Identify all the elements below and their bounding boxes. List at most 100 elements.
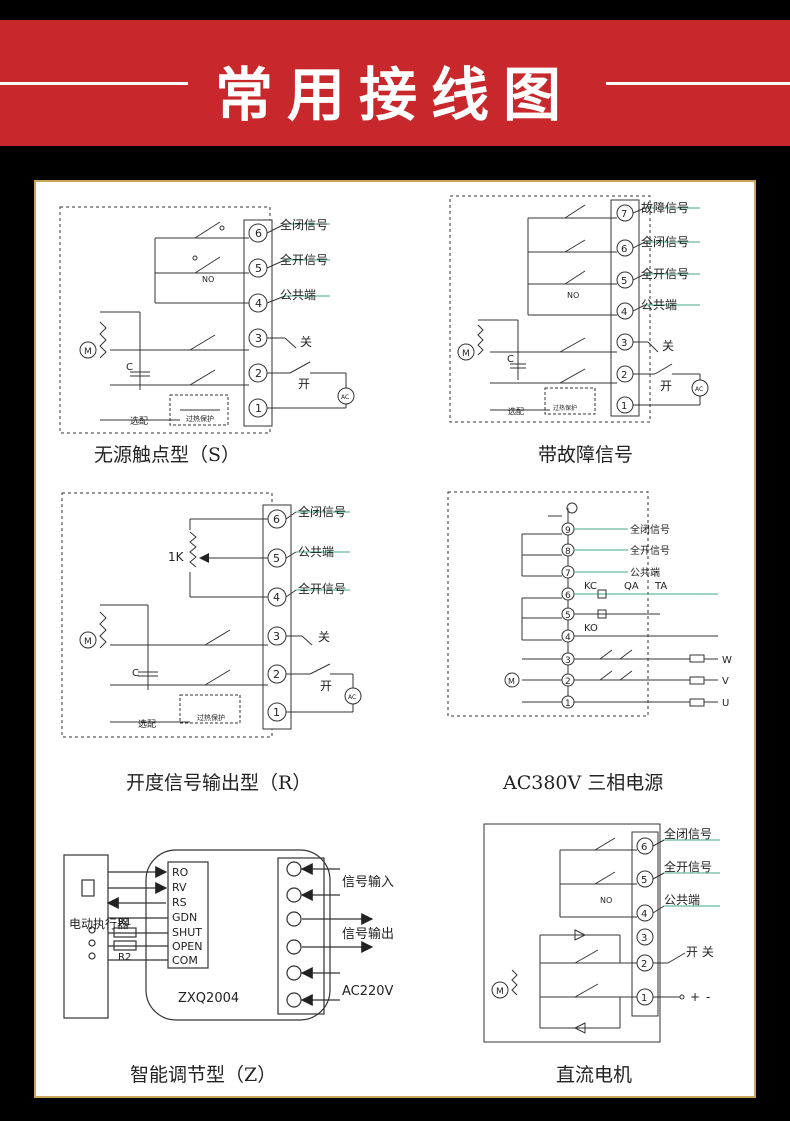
terminal-label: 2 <box>255 367 262 380</box>
panel-s-terminal-strip <box>243 219 273 427</box>
terminal-label: 2 <box>273 668 280 681</box>
terminal-label: 4 <box>273 591 280 604</box>
terminal-label: 4 <box>621 307 627 318</box>
label-common: 公共端 <box>280 288 316 302</box>
panel-dc <box>483 823 720 1043</box>
pin-gdn: GDN <box>172 911 197 924</box>
label-no: NO <box>202 275 214 284</box>
label-ac: AC <box>348 694 356 701</box>
label-minus: - <box>706 990 710 1004</box>
terminal-label: 1 <box>255 402 262 415</box>
label-full-close: 全闭信号 <box>280 217 328 232</box>
terminal-label: 2 <box>565 677 571 687</box>
label-ac: AC <box>695 386 703 393</box>
panel-s-enclosure <box>59 206 271 434</box>
banner-rule-left <box>0 82 188 85</box>
page-title: 常用接线图 <box>214 61 575 129</box>
terminal-label: 1 <box>273 706 280 719</box>
panel-z-text: 电动执行器 RO RV RS GDN SHUT OPEN COM R1 R2 Z… <box>69 866 394 1006</box>
caption-fault: 带故障信号 <box>538 444 634 466</box>
panel-dc-text: 6 5 4 3 2 1 全闭信号 全开信号 公共端 开 关 + - NO M <box>496 826 714 1004</box>
terminal-label: 3 <box>565 656 571 666</box>
terminal-label: 1 <box>565 699 571 709</box>
label-ac: AC <box>341 394 349 401</box>
label-switch: 开 关 <box>686 945 714 959</box>
header-banner: 常用接线图 <box>0 20 790 146</box>
label-optional: 选配 <box>130 415 148 427</box>
label-common: 公共端 <box>630 566 660 579</box>
label-no: NO <box>600 896 612 905</box>
label-c: C <box>126 362 133 373</box>
label-open: 开 <box>320 679 332 693</box>
panel-ac380-text: 9 8 7 6 5 4 3 2 1 全闭信号 全开信号 公共端 KC KO QA… <box>508 523 732 709</box>
terminal-label: 5 <box>641 875 647 886</box>
terminal-label: 8 <box>565 547 571 557</box>
label-v: V <box>722 676 729 687</box>
terminal-label: 2 <box>621 370 627 381</box>
pin-shut: SHUT <box>172 926 202 939</box>
label-signal-in: 信号输入 <box>342 874 394 890</box>
panel-ac380 <box>447 491 718 717</box>
label-full-open: 全开信号 <box>664 859 712 874</box>
zxq-controller <box>145 849 331 1021</box>
label-kc: KC <box>584 581 597 592</box>
label-open: 开 <box>660 379 672 393</box>
terminal-label: 3 <box>273 630 280 643</box>
terminal-label: 4 <box>255 297 262 310</box>
label-full-open: 全开信号 <box>630 544 670 557</box>
terminal-label: 5 <box>273 552 280 565</box>
label-m: M <box>84 637 92 647</box>
terminal-label: 7 <box>565 569 571 579</box>
label-ta: TA <box>654 581 667 592</box>
terminal-label: 3 <box>255 332 262 345</box>
panel-s <box>59 206 355 434</box>
label-c: C <box>132 668 139 679</box>
terminal-label: 6 <box>641 842 647 853</box>
caption-ac380: AC380V 三相电源 <box>503 772 664 794</box>
terminal-label: 2 <box>641 959 647 970</box>
banner-rule-right <box>606 82 790 85</box>
label-full-open: 全开信号 <box>641 266 689 281</box>
pin-rs: RS <box>172 896 187 909</box>
label-full-open: 全开信号 <box>280 252 328 267</box>
label-close: 关 <box>662 339 674 353</box>
label-full-close: 全闭信号 <box>630 523 670 536</box>
terminal-label: 4 <box>641 909 647 920</box>
terminal-label: 4 <box>565 633 571 643</box>
terminal-label: 5 <box>621 276 627 287</box>
label-common: 公共端 <box>664 893 700 907</box>
terminal-label: 6 <box>565 591 571 601</box>
caption-dc: 直流电机 <box>556 1064 633 1086</box>
panel-s-text: 6 5 4 3 2 1 全闭信号 全开信号 公共端 关 开 NO C M AC … <box>84 217 349 427</box>
label-m: M <box>84 347 92 357</box>
panel-r <box>61 492 362 738</box>
label-pot: 1K <box>168 550 185 564</box>
panel-fault <box>449 195 709 423</box>
pin-com: COM <box>172 954 198 967</box>
label-m: M <box>462 349 470 359</box>
terminal-label: 9 <box>565 526 571 536</box>
actuator-label: 电动执行器 <box>69 917 129 931</box>
label-common: 公共端 <box>641 298 677 312</box>
label-full-close: 全闭信号 <box>664 826 712 841</box>
pin-open: OPEN <box>172 940 202 953</box>
label-fault: 故障信号 <box>641 200 689 215</box>
panel-s-motor <box>79 341 97 359</box>
label-m: M <box>508 677 515 686</box>
caption-r: 开度信号输出型（R） <box>126 772 312 794</box>
terminal-label: 3 <box>621 338 627 349</box>
terminal-label: 3 <box>641 933 647 944</box>
pin-ro: RO <box>172 866 189 879</box>
label-c: C <box>507 354 514 365</box>
terminal-label: 1 <box>621 401 627 412</box>
panel-fault-text: 7 6 5 4 3 2 1 故障信号 全闭信号 全开信号 公共端 关 开 NO … <box>462 200 703 416</box>
label-r2: R2 <box>118 952 131 963</box>
label-u: U <box>722 698 729 709</box>
label-ac220: AC220V <box>342 984 394 999</box>
panel-r-text: 6 5 4 3 2 1 全闭信号 公共端 全开信号 关 开 1K C M AC … <box>84 504 356 730</box>
label-m: M <box>496 987 504 997</box>
label-open: 开 <box>298 377 310 391</box>
panel-z <box>63 849 374 1021</box>
label-overheat: 过热保护 <box>197 713 225 722</box>
label-full-close: 全闭信号 <box>641 234 689 249</box>
